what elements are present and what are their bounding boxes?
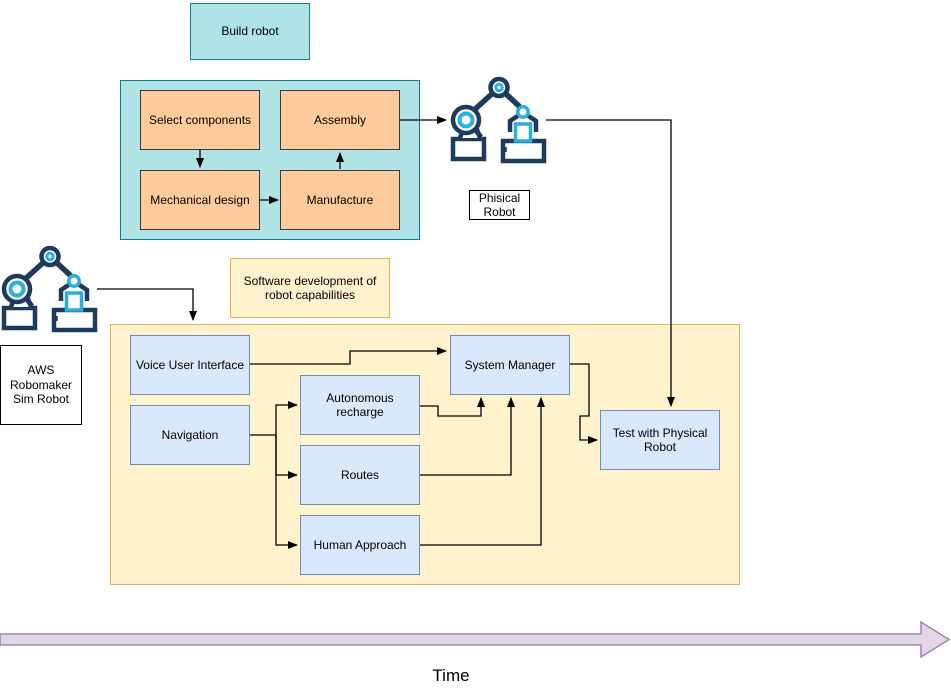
node-routes: Routes: [300, 445, 420, 505]
node-select-components-label: Select components: [148, 112, 252, 127]
node-autonomous-recharge: Autonomous recharge: [300, 375, 420, 435]
physical-robot-caption-label: Phisical Robot: [478, 190, 521, 219]
node-assembly-label: Assembly: [313, 112, 366, 127]
node-voice-user-interface: Voice User Interface: [130, 335, 250, 395]
time-axis-label: Time: [432, 666, 470, 685]
node-manufacture: Manufacture: [280, 170, 400, 230]
node-mechanical-design-label: Mechanical design: [150, 192, 250, 207]
node-build-robot: Build robot: [190, 3, 310, 60]
node-human-approach-label: Human Approach: [313, 537, 407, 552]
node-system-manager: System Manager: [450, 335, 570, 395]
node-test-with-physical-robot-label: Test with Physical Robot: [612, 425, 708, 454]
node-autonomous-recharge-label: Autonomous recharge: [326, 390, 394, 419]
node-voice-user-interface-label: Voice User Interface: [135, 357, 245, 372]
node-manufacture-label: Manufacture: [306, 192, 374, 207]
time-axis-arrow: [0, 620, 951, 659]
sim-robot-caption-label: AWS Robomaker Sim Robot: [9, 363, 73, 407]
node-software-development: Software development of robot capabiliti…: [230, 258, 390, 318]
node-mechanical-design: Mechanical design: [140, 170, 260, 230]
sim-robot-caption-box: AWS Robomaker Sim Robot: [0, 345, 82, 425]
node-software-development-label: Software development of robot capabiliti…: [243, 273, 377, 302]
physical-robot-caption-box: Phisical Robot: [469, 190, 530, 220]
physical-robot-icon: [453, 79, 544, 161]
node-navigation: Navigation: [130, 405, 250, 465]
node-human-approach: Human Approach: [300, 515, 420, 575]
sim-robot-icon: [4, 248, 95, 330]
node-build-robot-label: Build robot: [221, 24, 279, 39]
node-system-manager-label: System Manager: [464, 357, 556, 372]
node-navigation-label: Navigation: [161, 427, 219, 442]
node-select-components: Select components: [140, 90, 260, 150]
node-test-with-physical-robot: Test with Physical Robot: [600, 410, 720, 470]
connector-sim-robot-to-software-group: [97, 288, 197, 321]
node-assembly: Assembly: [280, 90, 400, 150]
node-routes-label: Routes: [340, 467, 380, 482]
